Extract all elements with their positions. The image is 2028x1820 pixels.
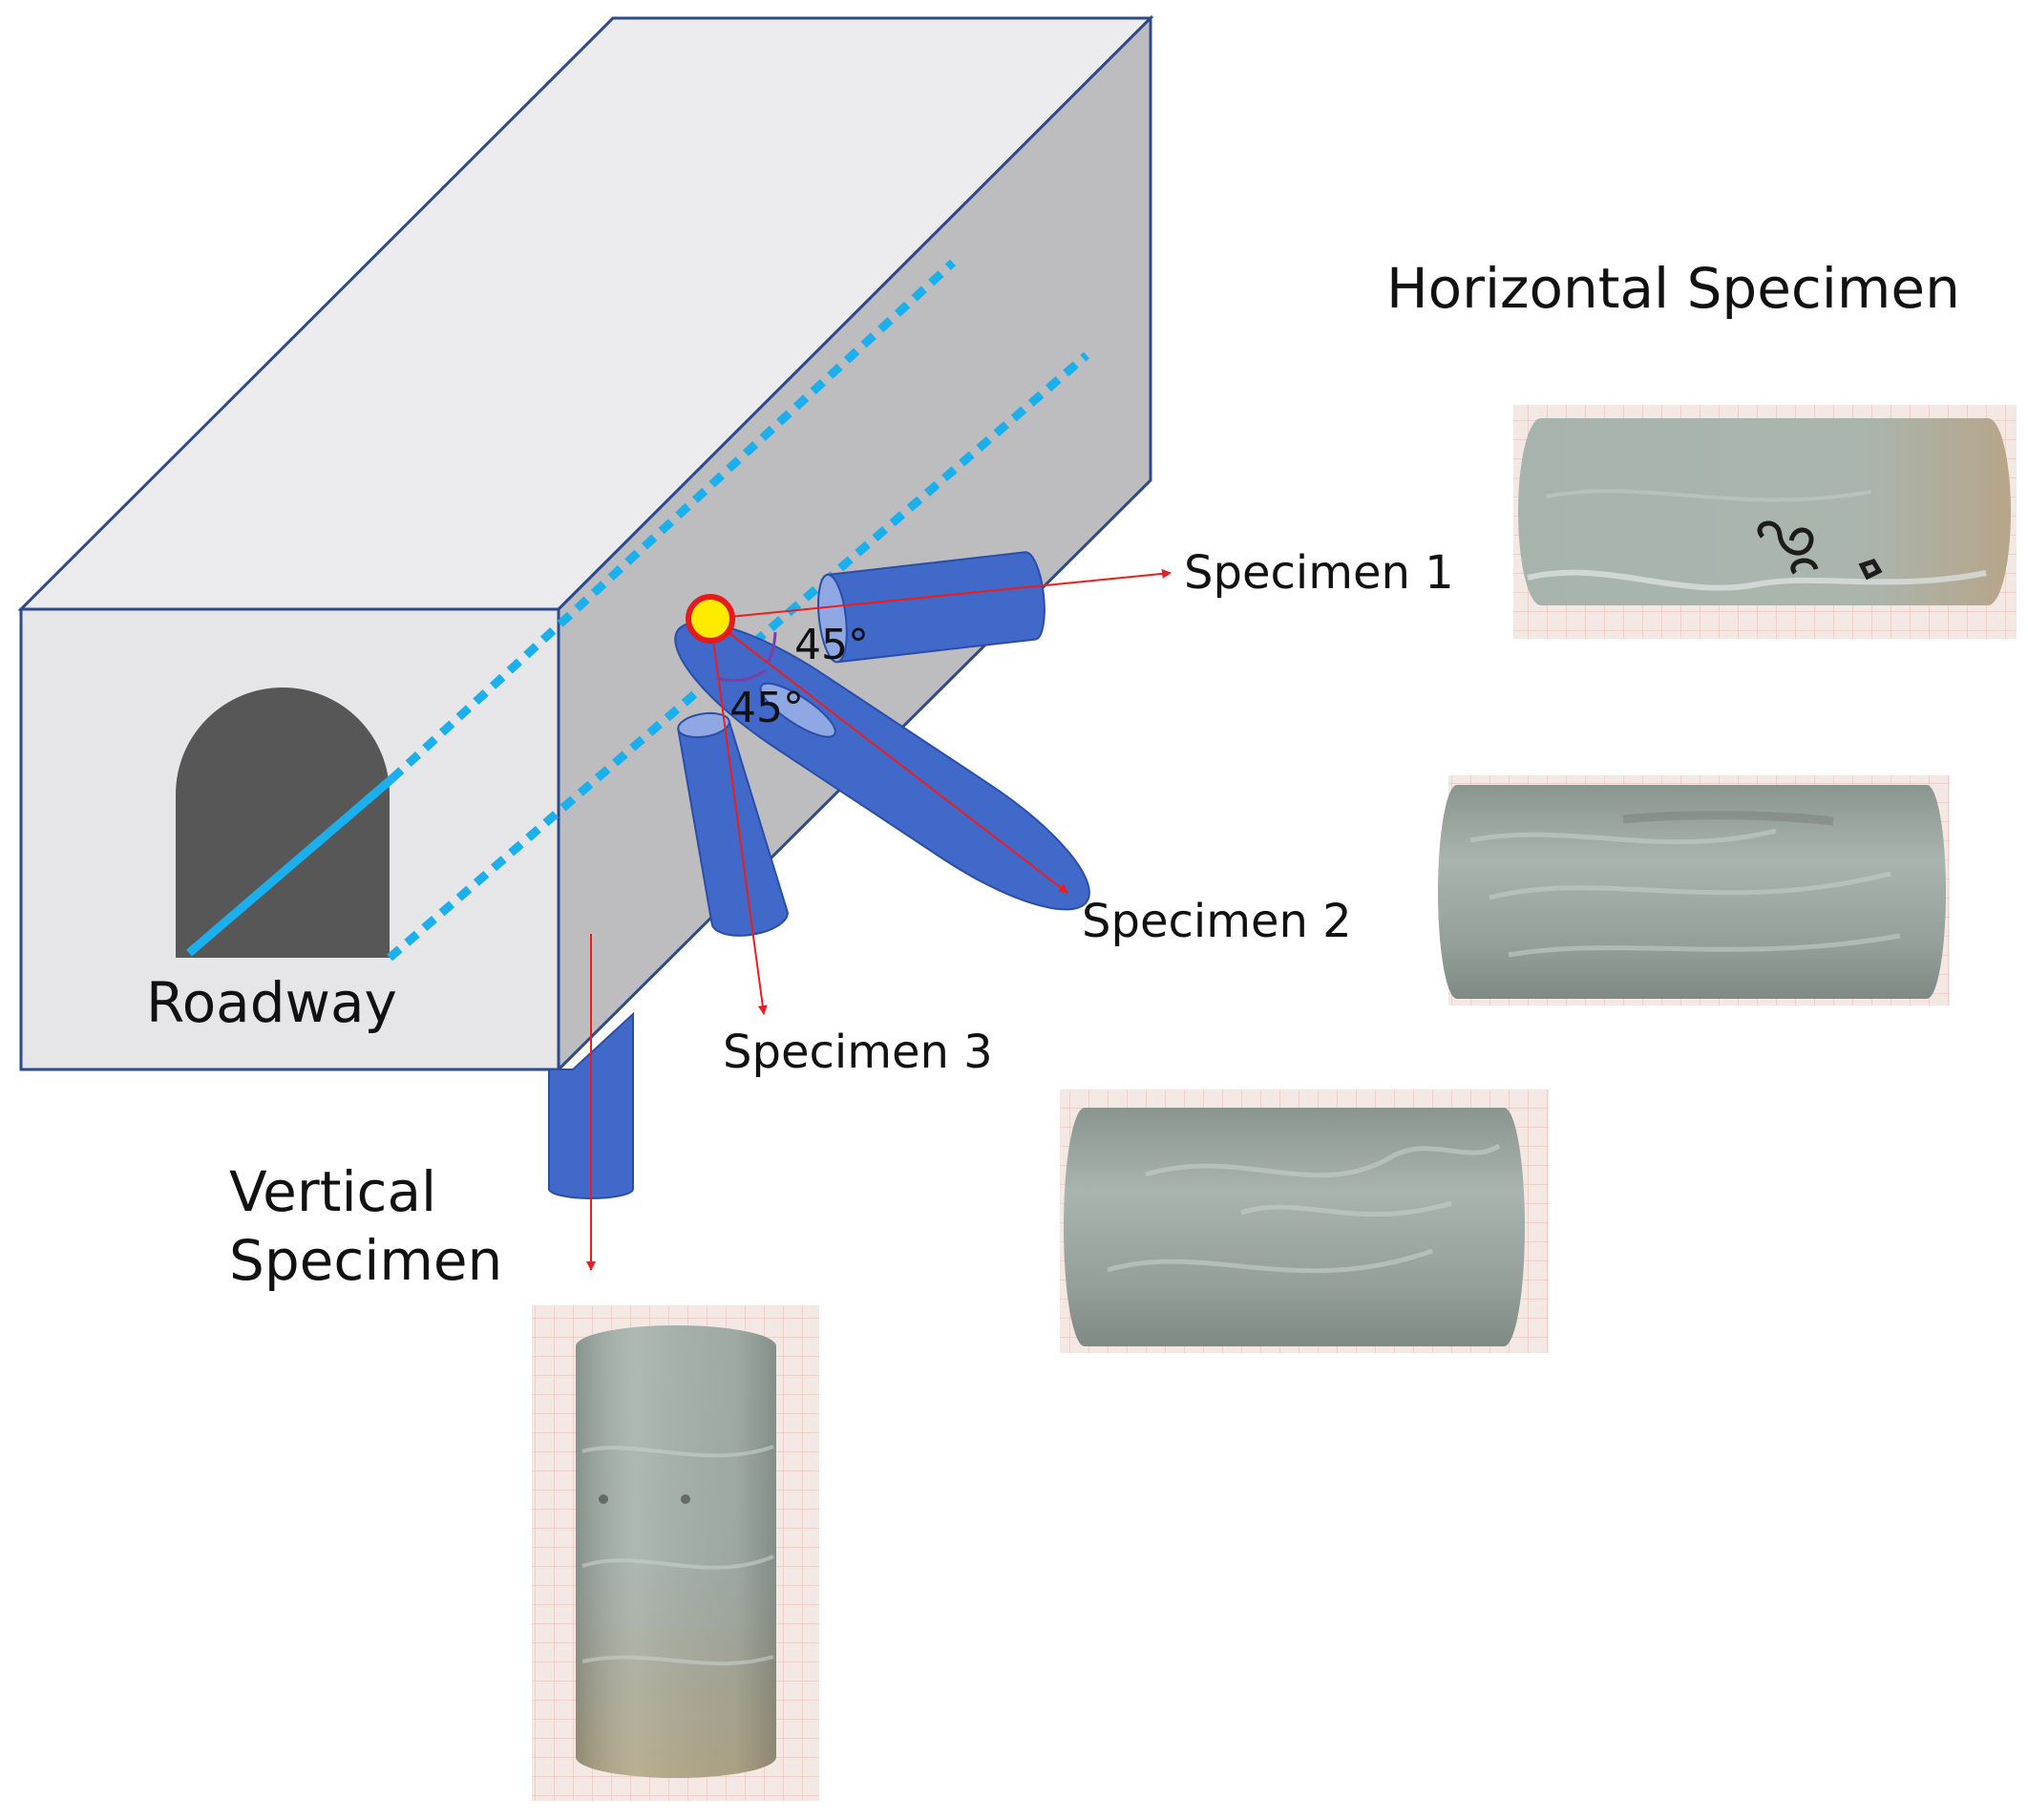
label-specimen-1: Specimen 1 xyxy=(1184,546,1454,600)
label-vertical-line2: Specimen xyxy=(229,1228,502,1293)
photo-vertical-specimen xyxy=(532,1305,819,1801)
label-specimen-2: Specimen 2 xyxy=(1082,895,1352,948)
label-angle-upper: 45° xyxy=(794,621,869,669)
roadway-axis-dotted-upper xyxy=(388,259,957,783)
arrow-specimen-1 xyxy=(709,568,1172,620)
label-horizontal-specimen: Horizontal Specimen xyxy=(1386,256,1960,321)
core-specimen-3 xyxy=(677,711,789,937)
label-vertical-line1: Vertical xyxy=(229,1159,436,1224)
photo-horizontal-specimen-3 xyxy=(1060,1090,1549,1353)
core-specimen-1 xyxy=(817,551,1046,664)
photo-horizontal-specimen-2 xyxy=(1438,775,1950,1005)
drill-origin-point xyxy=(686,594,735,644)
label-angle-lower: 45° xyxy=(729,684,804,732)
roadway-opening xyxy=(176,688,390,958)
label-roadway: Roadway xyxy=(146,970,397,1035)
photo-horizontal-specimen-1 xyxy=(1513,405,2017,639)
roadway-axis-solid xyxy=(186,775,394,957)
arrow-specimen-3 xyxy=(709,618,768,1015)
angle-arc-upper xyxy=(766,631,777,664)
angle-arc-lower xyxy=(715,668,767,683)
arrow-specimen-2 xyxy=(709,618,1068,894)
label-specimen-3: Specimen 3 xyxy=(723,1026,993,1079)
